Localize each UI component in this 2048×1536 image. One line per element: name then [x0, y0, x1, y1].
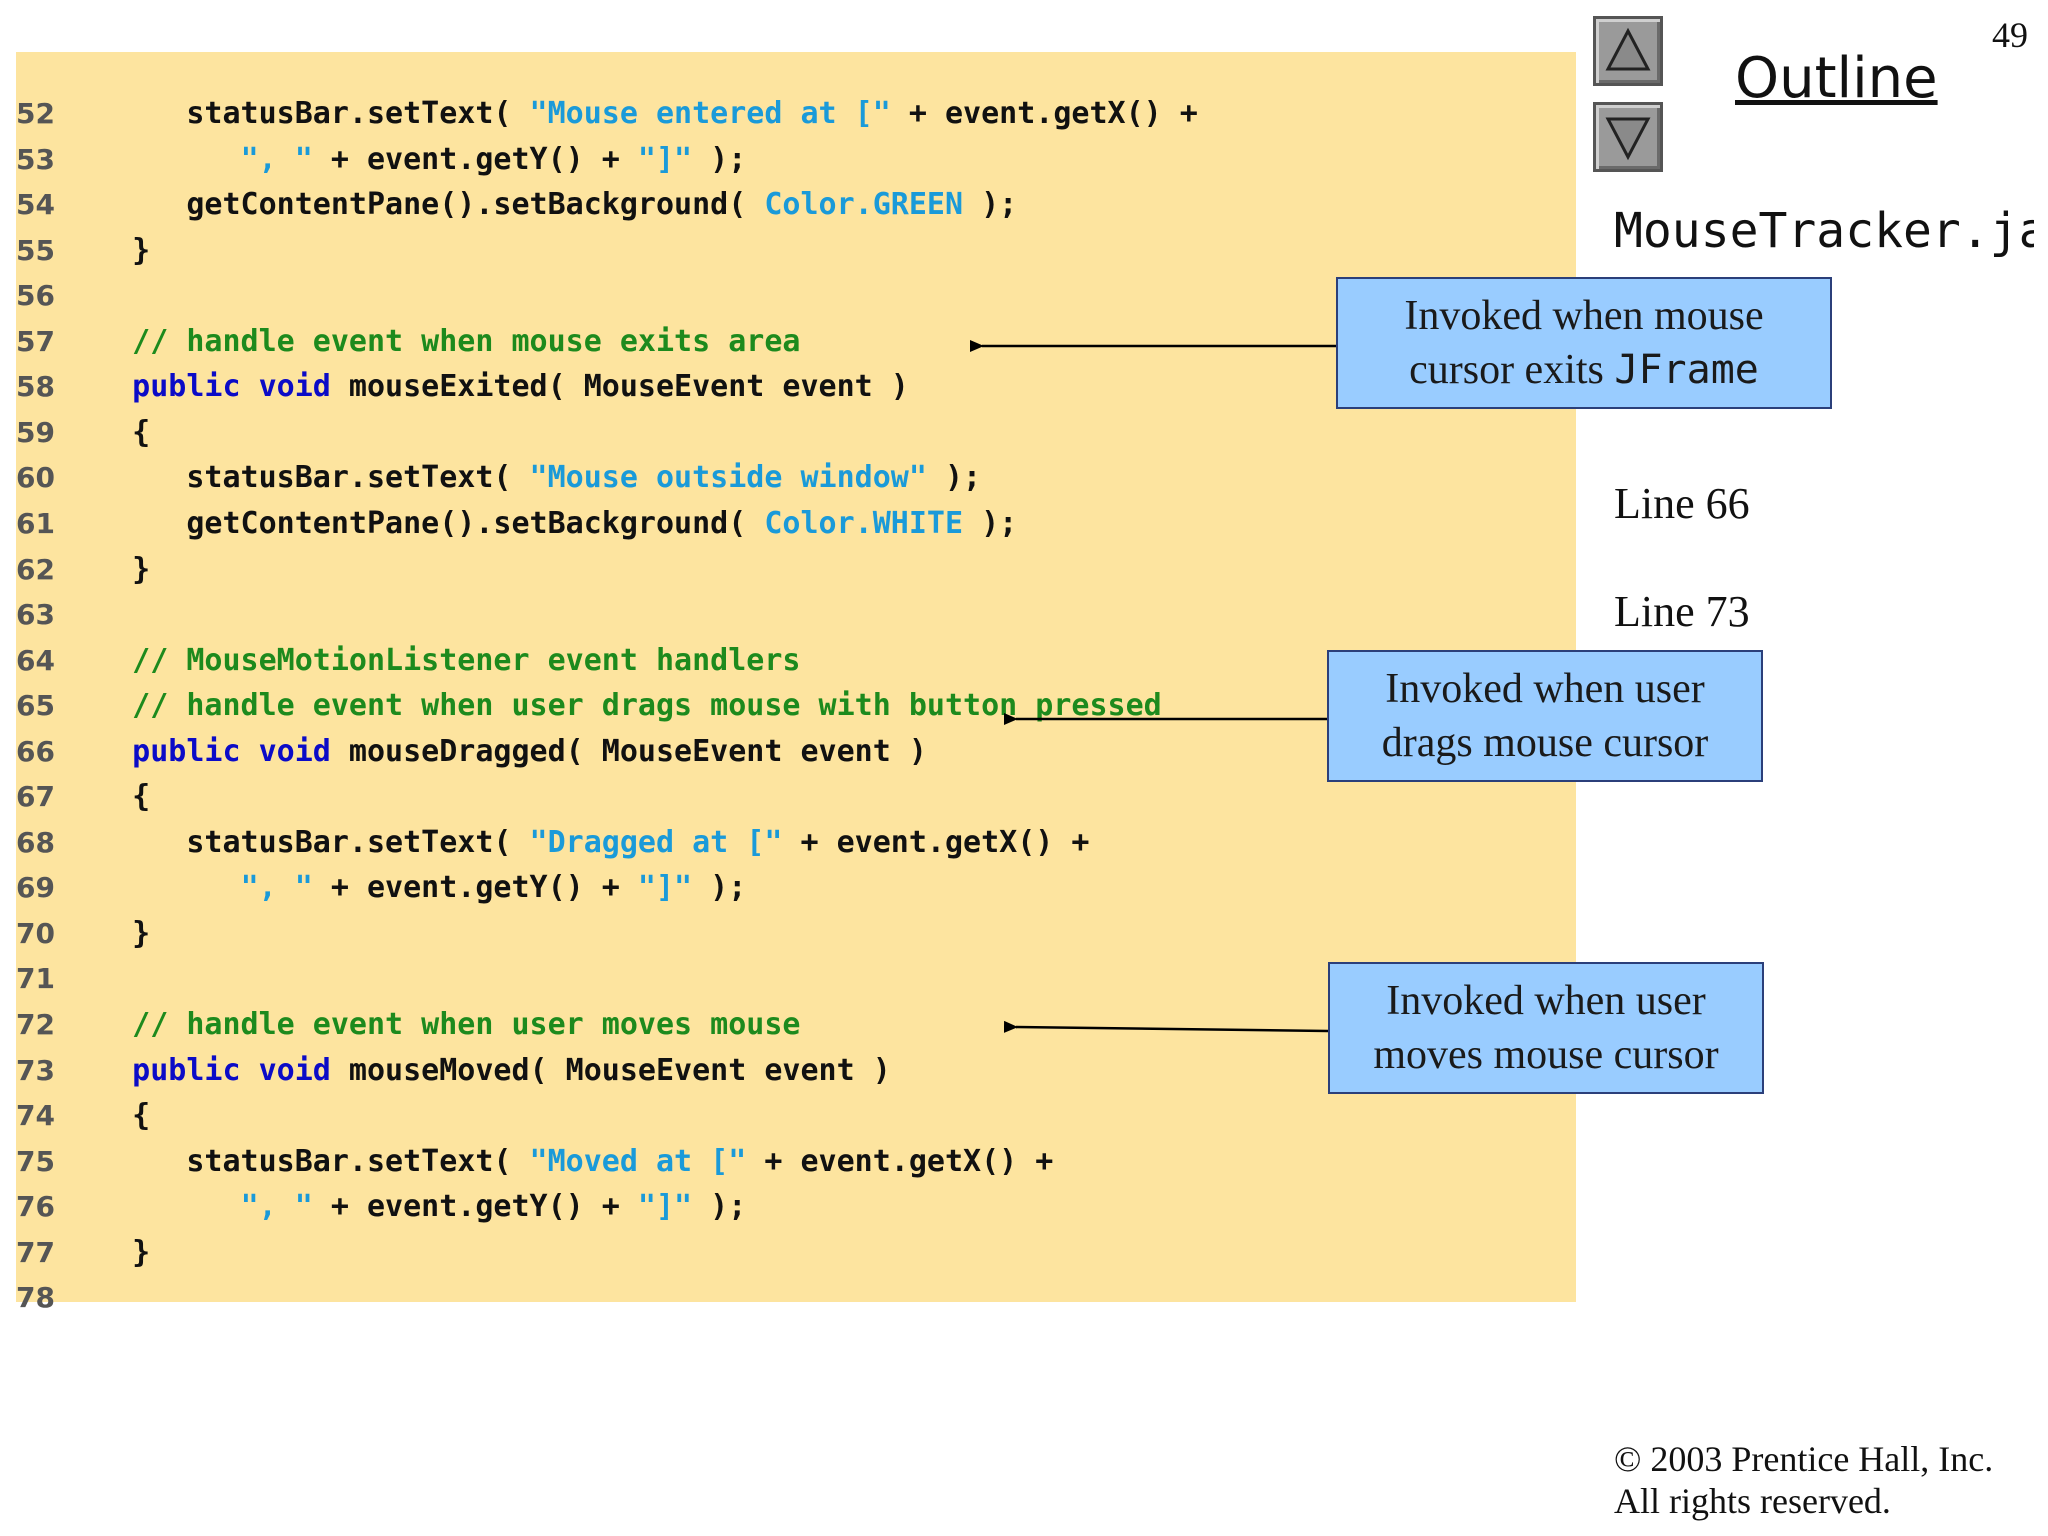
callout-text: Invoked when user — [1386, 978, 1706, 1024]
line-number: 68 — [16, 825, 55, 859]
line-number: 67 — [16, 780, 55, 814]
code-text: public void mouseExited( MouseEvent even… — [78, 369, 909, 405]
code-line: 69 ", " + event.getY() + "]" ); — [16, 865, 746, 911]
code-line: 71 — [16, 956, 55, 1002]
line-number: 66 — [16, 734, 55, 768]
code-text: ", " + event.getY() + "]" ); — [240, 141, 747, 177]
code-text: } — [78, 1234, 151, 1270]
code-text: statusBar.setText( "Mouse entered at [" … — [78, 96, 1198, 131]
code-line: 78 — [16, 1275, 55, 1321]
code-text: statusBar.setText( "Moved at [" + event.… — [78, 1143, 1054, 1179]
code-text: } — [78, 232, 151, 268]
line-number: 77 — [16, 1235, 55, 1269]
line-number: 58 — [16, 370, 55, 404]
outline-note-line-66: Line 66 — [1614, 479, 1750, 528]
code-line: 63 — [16, 592, 55, 638]
code-panel: 52 statusBar.setText( "Mouse entered at … — [16, 52, 1576, 1314]
code-line: 55 } — [16, 228, 150, 274]
code-line: 62 } — [16, 547, 150, 593]
code-text: ", " + event.getY() + "]" ); — [240, 1189, 747, 1225]
code-text: { — [78, 779, 151, 815]
line-number: 54 — [16, 188, 55, 222]
code-line: 67 { — [16, 774, 150, 820]
code-line: 66 public void mouseDragged( MouseEvent … — [16, 729, 927, 775]
line-number: 65 — [16, 689, 55, 723]
outline-title[interactable]: Outline — [1735, 46, 1938, 111]
line-number: 56 — [16, 279, 55, 313]
code-line: 59 { — [16, 410, 150, 456]
code-text: // MouseMotionListener event handlers — [78, 642, 801, 678]
line-number: 72 — [16, 1008, 55, 1041]
code-line: 72 // handle event when user moves mouse — [16, 1002, 800, 1048]
line-number: 63 — [16, 598, 55, 632]
outline-note-line-73: Line 73 — [1614, 587, 1750, 636]
line-number: 61 — [16, 506, 55, 540]
code-line: 70 } — [16, 911, 150, 957]
line-number: 57 — [16, 324, 55, 358]
triangle-down-icon — [1605, 117, 1651, 161]
code-line: 74 { — [16, 1093, 150, 1139]
line-number: 53 — [16, 142, 55, 176]
code-line: 60 statusBar.setText( "Mouse outside win… — [16, 455, 981, 501]
code-line: 52 statusBar.setText( "Mouse entered at … — [16, 91, 1198, 137]
code-line: 58 public void mouseExited( MouseEvent e… — [16, 364, 909, 410]
line-number: 69 — [16, 871, 55, 905]
line-number: 74 — [16, 1099, 55, 1133]
triangle-up-icon — [1605, 27, 1651, 71]
code-text: // handle event when mouse exits area — [78, 323, 801, 359]
code-text: // handle event when user drags mouse wi… — [78, 688, 1162, 724]
callout-text: drags mouse cursor — [1381, 720, 1709, 766]
code-line: 68 statusBar.setText( "Dragged at [" + e… — [16, 820, 1089, 866]
code-text: // handle event when user moves mouse — [78, 1007, 801, 1042]
page-number: 49 — [1992, 15, 2028, 55]
code-text: getContentPane().setBackground( Color.GR… — [78, 187, 1018, 223]
previous-slide-button[interactable] — [1593, 16, 1663, 86]
code-text: ", " + event.getY() + "]" ); — [240, 870, 747, 906]
callout-mouse-exited: Invoked when mouse cursor exits JFrame — [1336, 277, 1832, 409]
code-text: { — [78, 1098, 151, 1134]
code-line: 65 // handle event when user drags mouse… — [16, 683, 1162, 729]
code-line: 61 getContentPane().setBackground( Color… — [16, 501, 1017, 547]
code-text: getContentPane().setBackground( Color.WH… — [78, 505, 1018, 541]
next-slide-button[interactable] — [1593, 102, 1663, 172]
file-name: MouseTracker.java — [1614, 203, 2034, 259]
line-number: 78 — [16, 1281, 55, 1315]
line-number: 70 — [16, 916, 55, 950]
code-text: public void mouseDragged( MouseEvent eve… — [78, 733, 927, 769]
code-line: 56 — [16, 273, 55, 319]
line-number: 60 — [16, 461, 55, 495]
code-text: } — [78, 551, 151, 587]
line-number: 52 — [16, 97, 55, 130]
code-line: 64 // MouseMotionListener event handlers — [16, 638, 800, 684]
code-line: 76 ", " + event.getY() + "]" ); — [16, 1184, 746, 1230]
code-text: } — [78, 915, 151, 951]
callout-text: moves mouse cursor — [1373, 1032, 1719, 1078]
line-number: 62 — [16, 552, 55, 586]
line-number: 64 — [16, 643, 55, 677]
line-number: 71 — [16, 962, 55, 996]
arrow-mouse-moved — [1003, 1020, 1329, 1033]
callout-mouse-moved: Invoked when user moves mouse cursor — [1328, 962, 1764, 1094]
callout-text: Invoked when user — [1385, 666, 1705, 712]
callout-text: cursor exits JFrame — [1409, 347, 1759, 393]
line-number: 76 — [16, 1190, 55, 1224]
line-number: 73 — [16, 1053, 55, 1087]
line-number: 75 — [16, 1144, 55, 1178]
code-text: statusBar.setText( "Mouse outside window… — [78, 460, 982, 496]
callout-text: Invoked when mouse — [1404, 293, 1764, 339]
code-text: { — [78, 414, 151, 450]
line-number: 59 — [16, 415, 55, 449]
code-text: statusBar.setText( "Dragged at [" + even… — [78, 824, 1090, 860]
code-line: 77 } — [16, 1230, 150, 1276]
code-text: public void mouseMoved( MouseEvent event… — [78, 1052, 891, 1088]
line-number: 55 — [16, 233, 55, 267]
code-line: 57 // handle event when mouse exits area — [16, 319, 800, 365]
callout-mouse-dragged: Invoked when user drags mouse cursor — [1327, 650, 1763, 782]
code-line: 53 ", " + event.getY() + "]" ); — [16, 137, 746, 183]
code-line: 75 statusBar.setText( "Moved at [" + eve… — [16, 1139, 1053, 1185]
code-line: 54 getContentPane().setBackground( Color… — [16, 182, 1017, 228]
copyright: © 2003 Prentice Hall, Inc. All rights re… — [1614, 1439, 1994, 1521]
code-line: 73 public void mouseMoved( MouseEvent ev… — [16, 1048, 891, 1094]
